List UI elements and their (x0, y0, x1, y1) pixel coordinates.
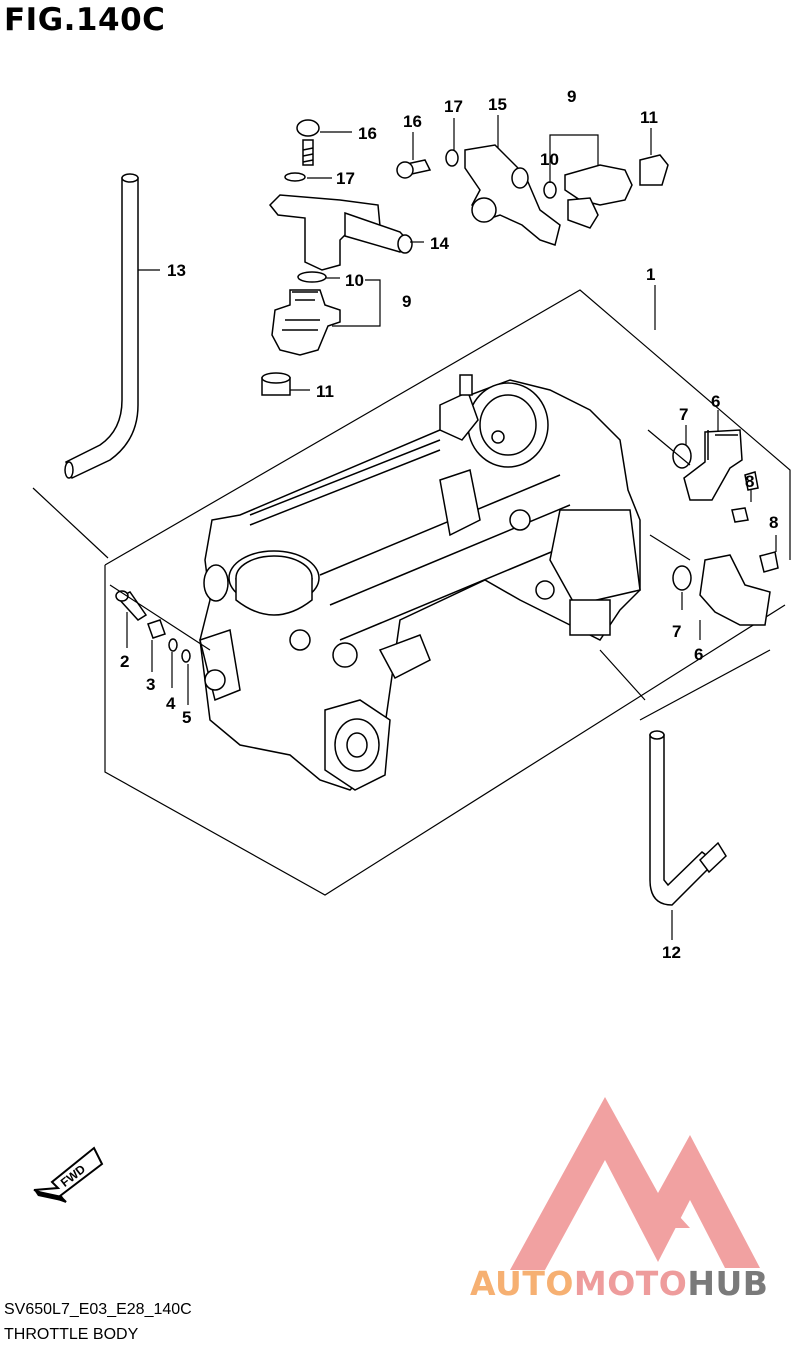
callout-14: 14 (430, 234, 449, 253)
brand-part-moto: MOTO (573, 1264, 688, 1303)
callout-1: 1 (646, 265, 655, 284)
assembly-outline (32, 289, 791, 896)
hose-13 (64, 173, 139, 480)
leader-lines (109, 115, 777, 940)
callout-6-top: 6 (711, 392, 720, 411)
callout-13: 13 (167, 261, 186, 280)
callout-17-right: 17 (444, 97, 463, 116)
callout-10-top: 10 (540, 150, 559, 169)
sensor-group (672, 429, 779, 626)
callout-7-top: 7 (679, 405, 688, 424)
injector-group-left (261, 119, 413, 396)
callout-15: 15 (488, 95, 507, 114)
callout-6-bottom: 6 (694, 645, 703, 664)
brand-part-hub: HUB (687, 1264, 769, 1303)
callout-16-left: 16 (358, 124, 377, 143)
fwd-arrow-icon: FWD (33, 1146, 104, 1203)
callout-8-top: 8 (745, 472, 754, 491)
callout-11-top: 11 (640, 108, 658, 127)
brand-part-auto: AUTO (470, 1264, 574, 1303)
callout-9-top: 9 (567, 87, 576, 106)
callout-10-left: 10 (345, 271, 364, 290)
figure-caption: THROTTLE BODY (4, 1326, 139, 1343)
callout-2: 2 (120, 652, 129, 671)
model-code: SV650L7_E03_E28_140C (4, 1301, 192, 1318)
callout-8-bottom: 8 (769, 513, 778, 532)
hose-12 (649, 730, 727, 906)
figure-title: FIG.140C (4, 2, 166, 38)
callout-7-bottom: 7 (672, 622, 681, 641)
callout-9-left: 9 (402, 292, 411, 311)
callout-12: 12 (662, 943, 681, 962)
callout-5: 5 (182, 708, 191, 727)
callout-3: 3 (146, 675, 155, 694)
watermark-logo (510, 1097, 760, 1270)
callout-4: 4 (166, 694, 176, 713)
callouts: 1 2 3 4 5 6 6 7 7 8 8 9 9 10 10 11 11 12… (120, 87, 778, 962)
brand-wordmark: AUTOMOTOHUB (470, 1262, 768, 1306)
callout-17-left: 17 (336, 169, 355, 188)
callout-16-right: 16 (403, 112, 422, 131)
throttle-body (199, 374, 641, 791)
small-parts-2-5 (115, 590, 191, 663)
injector-group-right (396, 144, 669, 246)
callout-11-left: 11 (316, 382, 334, 401)
